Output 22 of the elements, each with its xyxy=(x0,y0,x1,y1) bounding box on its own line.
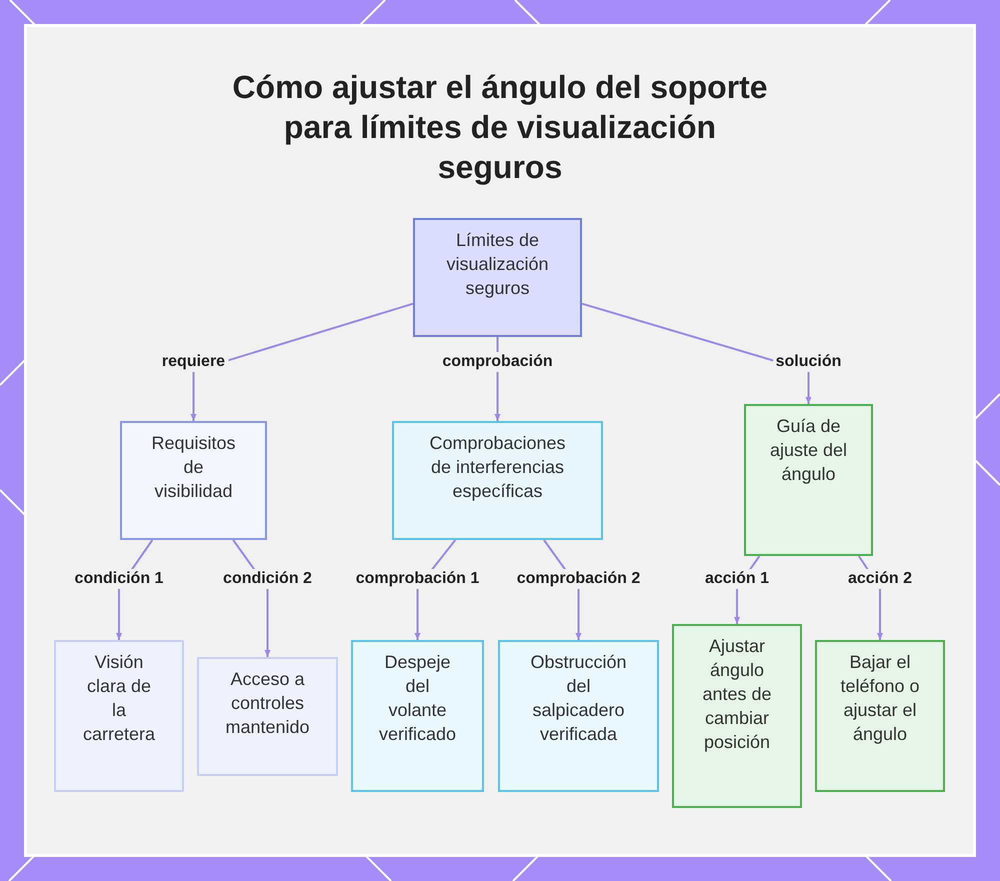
title: Cómo ajustar el ángulo del soporte para límites de visualización seguros xyxy=(231,68,769,187)
node-text: Despeje del volante verificado xyxy=(378,651,458,746)
node-text: Visión clara de la carretera xyxy=(82,651,156,746)
detail-box xyxy=(672,624,802,808)
node-text: Guía de ajuste del ángulo xyxy=(768,415,848,486)
node-text: Requisitos de visibilidad xyxy=(150,432,237,503)
detail-box xyxy=(351,640,484,792)
topic-box xyxy=(413,218,582,337)
category-box xyxy=(392,421,603,540)
detail-box xyxy=(815,640,945,792)
category-box xyxy=(744,404,873,556)
detail-box xyxy=(197,657,338,776)
connector xyxy=(190,302,414,421)
node-text: Bajar el teléfono o ajustar el ángulo xyxy=(839,651,921,746)
node-text: Ajustar ángulo antes de cambiar posición xyxy=(701,635,773,754)
category-box xyxy=(120,421,267,540)
node-text: Acceso a controles mantenido xyxy=(224,668,311,739)
node-text: Comprobaciones de interferencias específicas xyxy=(428,432,567,503)
detail-box xyxy=(54,640,184,792)
node-text: Obstrucción del salpicadero verificada xyxy=(529,651,628,746)
detail-box xyxy=(498,640,659,792)
node-text: Límites de visualización seguros xyxy=(445,229,550,300)
